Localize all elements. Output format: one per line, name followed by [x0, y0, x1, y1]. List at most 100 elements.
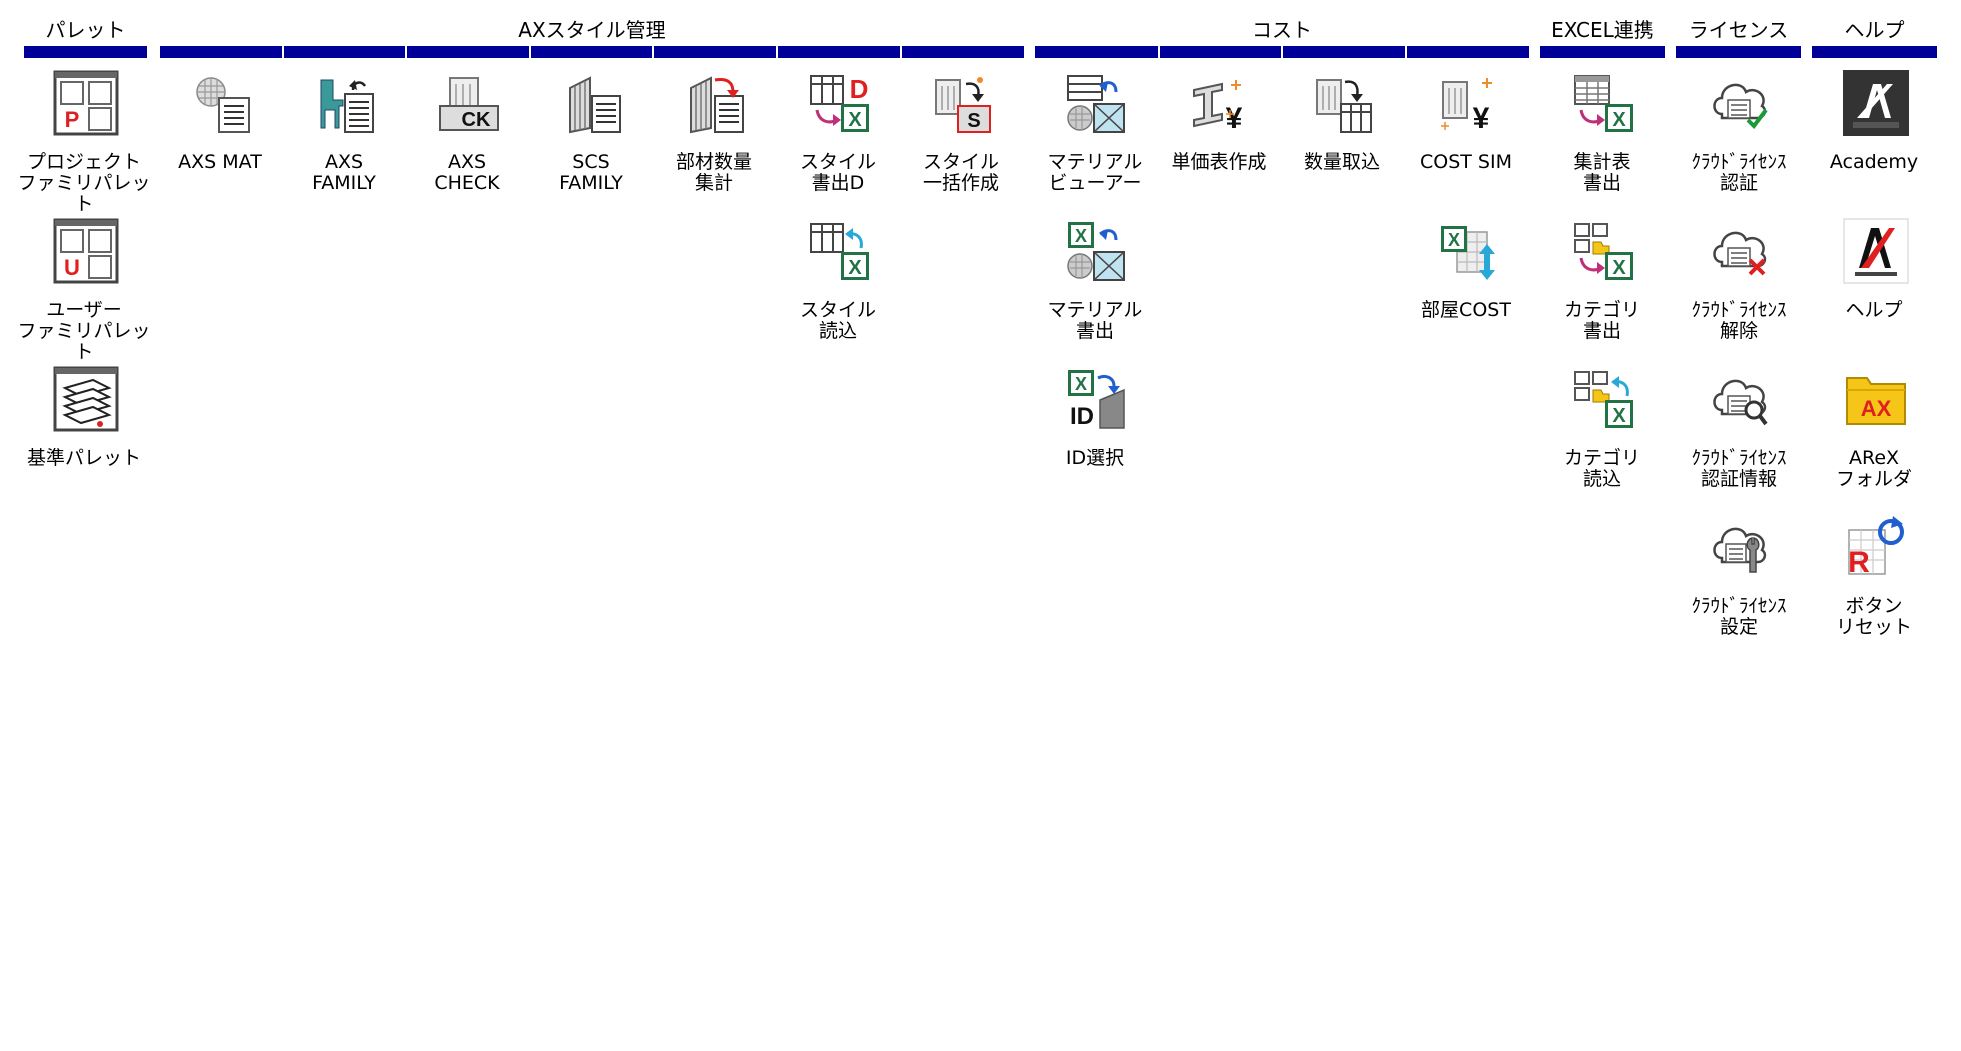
svg-text:X: X — [1612, 405, 1626, 427]
bar-divider — [1158, 46, 1160, 58]
svg-text:D: D — [850, 74, 869, 104]
member-quantity-button[interactable]: 部材数量 集計 — [654, 70, 774, 210]
room-cost-button[interactable]: X 部屋COST — [1406, 218, 1526, 358]
chair-list-icon — [313, 70, 379, 136]
button-label: 集計表 書出 — [1573, 151, 1631, 194]
user-family-palette-button[interactable]: U ユーザー ファミリパレット — [17, 218, 151, 363]
unit-price-table-button[interactable]: ¥ 単価表作成 — [1159, 70, 1279, 210]
cloud-license-auth-button[interactable]: ｸﾗｳﾄﾞﾗｲｾﾝｽ 認証 — [1679, 70, 1799, 210]
svg-text:R: R — [1848, 546, 1870, 579]
group-bar-palette — [24, 46, 147, 58]
bar-divider — [1281, 46, 1283, 58]
cloud-x-icon — [1708, 218, 1774, 284]
button-label: スタイル 一括作成 — [922, 151, 999, 194]
category-export-button[interactable]: X カテゴリ 書出 — [1542, 218, 1662, 358]
bar-divider — [1405, 46, 1407, 58]
group-label-axstyle: AXスタイル管理 — [518, 18, 666, 42]
style-import-button[interactable]: X スタイル 読込 — [778, 218, 898, 358]
group-bar-excel — [1540, 46, 1665, 58]
table-excel-import-icon: X — [807, 218, 873, 284]
building-yen-icon: ¥ — [1435, 70, 1501, 136]
button-label: ｸﾗｳﾄﾞﾗｲｾﾝｽ 解除 — [1691, 299, 1787, 342]
arex-folder-button[interactable]: AX AReX フォルダ — [1814, 366, 1934, 506]
style-export-d-button[interactable]: D X スタイル 書出D — [778, 70, 898, 210]
help-button[interactable]: ヘルプ — [1814, 218, 1934, 358]
button-label: COST SIM — [1420, 151, 1512, 173]
svg-text:¥: ¥ — [1473, 102, 1490, 135]
button-label: 単価表作成 — [1171, 151, 1267, 173]
button-label: プロジェクト ファミリパレット — [17, 151, 151, 215]
quantity-import-button[interactable]: 数量取込 — [1282, 70, 1402, 210]
svg-text:X: X — [848, 257, 862, 279]
button-reset-button[interactable]: R ボタン リセット — [1814, 514, 1934, 654]
member-sum-icon — [683, 70, 749, 136]
svg-text:X: X — [1612, 257, 1626, 279]
svg-text:X: X — [1448, 230, 1460, 250]
check-building-icon: CK — [436, 70, 502, 136]
material-viewer-button[interactable]: マテリアル ビューアー — [1035, 70, 1155, 210]
axs-family-button[interactable]: AXS FAMILY — [284, 70, 404, 210]
material-sphere-list-icon — [189, 70, 255, 136]
bar-divider — [900, 46, 902, 58]
columns-list-icon — [560, 70, 626, 136]
category-excel-export-icon: X — [1571, 218, 1637, 284]
svg-text:¥: ¥ — [1226, 102, 1243, 135]
cloud-check-icon — [1708, 70, 1774, 136]
id-select-button[interactable]: X ID ID選択 — [1035, 366, 1155, 506]
button-label: AReX フォルダ — [1835, 447, 1912, 490]
svg-text:AX: AX — [1861, 396, 1892, 421]
material-viewer-icon — [1064, 70, 1130, 136]
svg-text:X: X — [1075, 374, 1087, 394]
summary-export-button[interactable]: X 集計表 書出 — [1542, 70, 1662, 210]
button-label: 数量取込 — [1303, 151, 1380, 173]
button-label: ｸﾗｳﾄﾞﾗｲｾﾝｽ 認証情報 — [1691, 447, 1787, 490]
cloud-magnifier-icon — [1708, 366, 1774, 432]
button-label: AXS MAT — [178, 151, 262, 173]
svg-text:ID: ID — [1070, 403, 1094, 430]
scs-family-button[interactable]: SCS FAMILY — [531, 70, 651, 210]
group-bar-help — [1812, 46, 1937, 58]
material-export-button[interactable]: X マテリアル 書出 — [1035, 218, 1155, 358]
table-excel-export-icon: D X — [807, 70, 873, 136]
button-label: ID選択 — [1065, 447, 1125, 469]
academy-logo-icon — [1843, 70, 1909, 136]
category-import-button[interactable]: X カテゴリ 読込 — [1542, 366, 1662, 506]
standard-palette-button[interactable]: 基準パレット — [24, 366, 144, 506]
steel-yen-icon: ¥ — [1188, 70, 1254, 136]
button-label: AXS FAMILY — [312, 151, 376, 194]
category-excel-import-icon: X — [1571, 366, 1637, 432]
axs-mat-button[interactable]: AXS MAT — [160, 70, 280, 210]
project-family-palette-button[interactable]: P プロジェクト ファミリパレット — [17, 70, 151, 215]
group-label-excel: EXCEL連携 — [1551, 18, 1654, 42]
bar-divider — [405, 46, 407, 58]
academy-button[interactable]: Academy — [1814, 70, 1934, 210]
cloud-license-settings-button[interactable]: ｸﾗｳﾄﾞﾗｲｾﾝｽ 設定 — [1679, 514, 1799, 654]
button-label: AXS CHECK — [434, 151, 500, 194]
button-label: ボタン リセット — [1835, 595, 1912, 638]
group-label-palette: パレット — [45, 18, 126, 42]
bulk-style-icon: S — [930, 70, 996, 136]
group-label-cost: コスト — [1252, 18, 1312, 42]
group-label-license: ライセンス — [1688, 18, 1789, 42]
id-select-icon: X ID — [1064, 366, 1130, 432]
layers-palette-icon — [53, 366, 119, 432]
svg-text:S: S — [967, 110, 980, 132]
cloud-license-release-button[interactable]: ｸﾗｳﾄﾞﾗｲｾﾝｽ 解除 — [1679, 218, 1799, 358]
button-label: ｸﾗｳﾄﾞﾗｲｾﾝｽ 設定 — [1691, 595, 1787, 638]
cloud-wrench-icon — [1708, 514, 1774, 580]
excel-sheet-arrows-icon: X — [1435, 218, 1501, 284]
button-label: ヘルプ — [1845, 299, 1903, 321]
cost-sim-button[interactable]: ¥ COST SIM — [1406, 70, 1526, 210]
group-bar-axstyle — [160, 46, 1024, 58]
axs-check-button[interactable]: CK AXS CHECK — [407, 70, 527, 210]
svg-text:CK: CK — [462, 109, 491, 131]
button-label: マテリアル ビューアー — [1047, 151, 1143, 194]
group-label-help: ヘルプ — [1844, 18, 1905, 42]
cloud-license-info-button[interactable]: ｸﾗｳﾄﾞﾗｲｾﾝｽ 認証情報 — [1679, 366, 1799, 506]
svg-text:P: P — [65, 107, 80, 132]
bar-divider — [652, 46, 654, 58]
svg-text:X: X — [1612, 109, 1626, 131]
group-bar-license — [1676, 46, 1801, 58]
style-bulk-create-button[interactable]: S スタイル 一括作成 — [901, 70, 1021, 210]
bar-divider — [529, 46, 531, 58]
